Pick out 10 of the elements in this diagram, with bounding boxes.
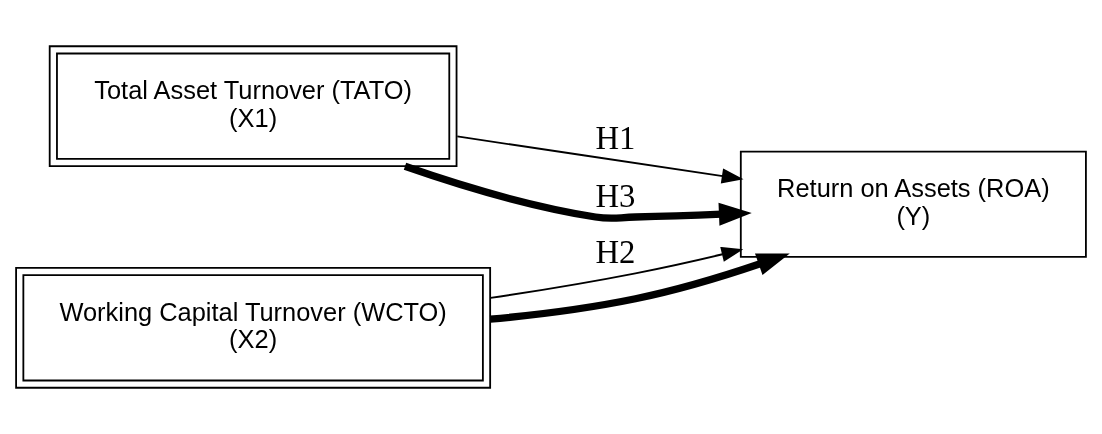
edge-label: H2 [595, 234, 636, 271]
node-box: Total Asset Turnover (TATO) (X1) [48, 45, 458, 168]
arrow [489, 246, 744, 299]
arrow [456, 135, 744, 184]
arrow [489, 253, 790, 323]
node-box: Working Capital Turnover (WCTO) (X2) [15, 266, 492, 389]
edge-label: H3 [595, 177, 636, 214]
edge-label: H1 [595, 119, 636, 156]
arrow [403, 162, 752, 226]
node-box: Return on Assets (ROA) (Y) [739, 150, 1087, 258]
